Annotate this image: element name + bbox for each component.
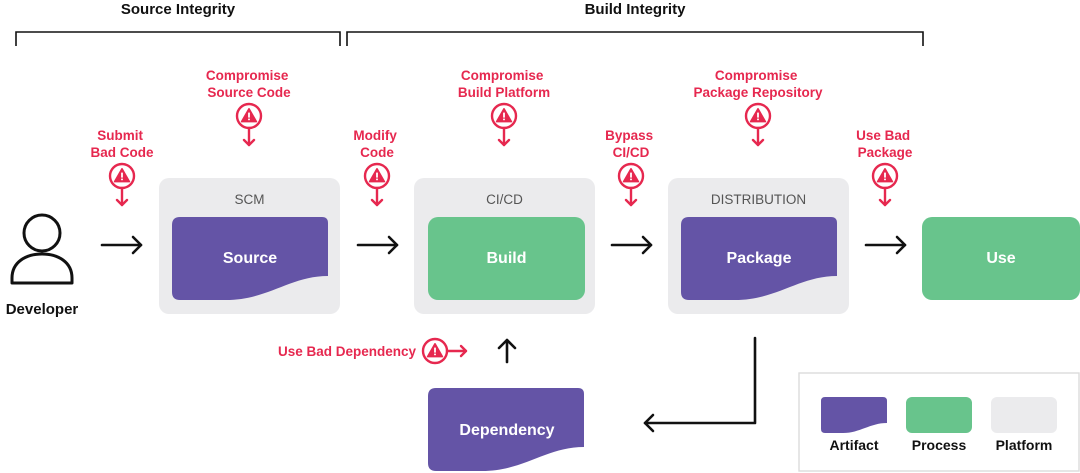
- threat-bypass-cicd-label: Bypass CI/CD: [605, 128, 657, 160]
- package-artifact[interactable]: Package: [681, 217, 837, 300]
- legend-platform-swatch: [991, 397, 1057, 433]
- threat-compromise-package-repository-label: Compromise Package Repository: [693, 68, 823, 100]
- arrow-right-icon: [610, 235, 653, 255]
- threat-use-bad-dependency-label: Use Bad Dependency: [278, 344, 417, 359]
- warning-pin-icon[interactable]: [365, 164, 389, 205]
- threat-compromise-source-code-label: Compromise Source Code: [206, 68, 292, 100]
- source-label: Source: [223, 250, 277, 267]
- legend-artifact-swatch: [821, 397, 887, 433]
- threat-compromise-build-platform-label: Compromise Build Platform: [458, 68, 550, 100]
- use-process[interactable]: Use: [922, 217, 1080, 300]
- warning-pin-icon[interactable]: [110, 164, 134, 205]
- warning-pin-icon[interactable]: [873, 164, 897, 205]
- platform-cicd-label: CI/CD: [486, 192, 523, 207]
- threat-modify-code-label: Modify Code: [353, 128, 400, 160]
- source-integrity-title: Source Integrity: [121, 1, 236, 18]
- use-label: Use: [986, 250, 1015, 267]
- legend: Artifact Process Platform: [798, 372, 1080, 472]
- source-artifact[interactable]: Source: [172, 217, 328, 300]
- build-process[interactable]: Build: [428, 217, 585, 300]
- legend-process-label: Process: [912, 437, 967, 453]
- legend-process-swatch: [906, 397, 972, 433]
- build-integrity-bracket: [346, 31, 924, 46]
- package-to-dependency-arrow: [643, 336, 757, 433]
- legend-platform-label: Platform: [996, 437, 1053, 453]
- developer-icon: [10, 213, 74, 285]
- threat-submit-bad-code-label: Submit Bad Code: [90, 128, 153, 160]
- package-label: Package: [727, 250, 792, 267]
- arrow-right-icon: [100, 235, 143, 255]
- source-integrity-bracket: [15, 31, 341, 46]
- dependency-label: Dependency: [459, 422, 554, 439]
- arrow-right-icon: [864, 235, 907, 255]
- warning-pin-icon[interactable]: [746, 104, 770, 145]
- warning-pin-icon[interactable]: [492, 104, 516, 145]
- warning-arrow-icon[interactable]: [421, 337, 468, 365]
- arrow-up-icon: [497, 338, 517, 364]
- build-integrity-title: Build Integrity: [585, 1, 686, 18]
- platform-scm-label: SCM: [235, 192, 265, 207]
- arrow-right-icon: [356, 235, 399, 255]
- developer-label: Developer: [6, 301, 79, 318]
- platform-distribution-label: DISTRIBUTION: [711, 192, 806, 207]
- threat-use-bad-package-label: Use Bad Package: [856, 128, 914, 160]
- legend-artifact-label: Artifact: [829, 437, 878, 453]
- warning-pin-icon[interactable]: [237, 104, 261, 145]
- dependency-artifact[interactable]: Dependency: [428, 388, 584, 471]
- warning-pin-icon[interactable]: [619, 164, 643, 205]
- build-label: Build: [487, 250, 527, 267]
